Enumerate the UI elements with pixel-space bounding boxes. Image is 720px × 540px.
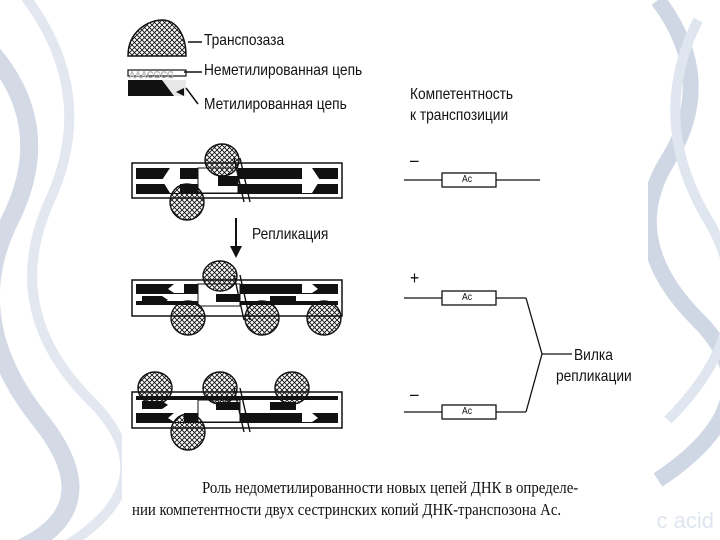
competence-schematic: [404, 172, 572, 420]
transposase-blob: [202, 260, 238, 292]
ac-element-box-1: [441, 172, 497, 188]
transposase-blob-icon: [127, 19, 187, 57]
fork-label-line2: репликации: [556, 368, 632, 385]
replication-arrow: [230, 218, 242, 258]
replication-fork-lines: [525, 297, 543, 413]
competence-sign-3: –: [410, 384, 419, 404]
transposase-blob: [306, 300, 342, 336]
transposase-blob: [137, 371, 173, 405]
legend-icon: AAACGCG: [127, 19, 202, 105]
ac-element-box-3: [441, 404, 497, 420]
dna-duplex-row-1: [131, 143, 343, 221]
background-decoration-right: [648, 0, 720, 540]
transposase-blob: [170, 300, 206, 336]
figure-caption-line2: нии компетентности двух сестринских копи…: [132, 500, 562, 519]
competence-sign-1: –: [410, 150, 419, 170]
transposase-blob: [244, 300, 280, 336]
competence-header-line2: к транспозиции: [410, 107, 509, 124]
transposase-blob: [274, 371, 310, 405]
transposase-blob: [169, 183, 205, 221]
transposase-blob: [170, 413, 206, 451]
dna-duplex-row-2: [131, 260, 343, 336]
competence-header-line1: Компетентность: [410, 86, 514, 103]
ac-label-3: Ac: [462, 406, 473, 417]
legend-methylated-label: Метилированная цепь: [204, 96, 347, 113]
element-end-left: [162, 168, 180, 193]
ac-label-2: Ac: [462, 292, 473, 303]
ac-label-1: Ac: [462, 174, 473, 185]
element-end-right: [302, 168, 320, 193]
slide: AAACGCG: [122, 0, 648, 540]
figure-caption-line1: Роль недометилированности новых цепей ДН…: [202, 478, 579, 497]
transposase-blob: [202, 371, 238, 405]
site-sequence-text: AAACGCG: [129, 70, 174, 80]
fork-label-line1: Вилка: [574, 347, 613, 364]
competence-sign-2: +: [410, 268, 420, 288]
legend-transposase-label: Транспозаза: [204, 32, 285, 49]
replication-label: Репликация: [252, 226, 329, 243]
dna-duplex-row-3: [131, 371, 343, 451]
transposase-blob: [204, 143, 240, 177]
background-decoration-left: [0, 0, 122, 540]
unmethylated-strand-bar: [127, 69, 187, 77]
legend-unmethylated-label: Неметилированная цепь: [204, 62, 363, 79]
transposon-diagram: AAACGCG: [127, 19, 572, 451]
background-watermark-text: c acid: [656, 508, 714, 533]
ac-element-box-2: [441, 290, 497, 306]
